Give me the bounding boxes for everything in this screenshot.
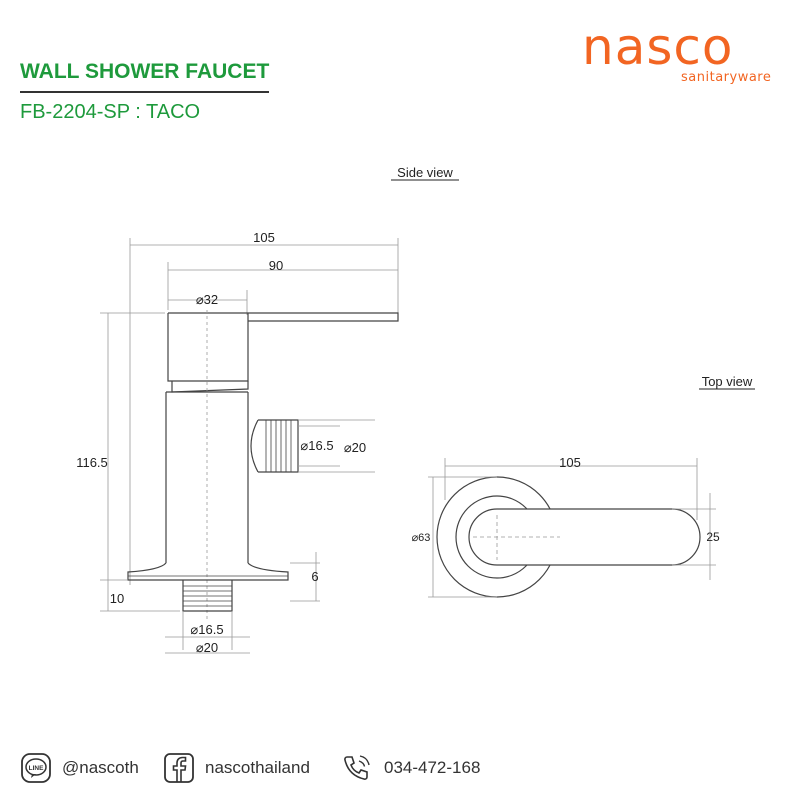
title-underline	[20, 91, 269, 93]
base-flange	[127, 562, 289, 581]
footer-phone[interactable]: 034-472-168	[340, 752, 480, 784]
handle-lever	[168, 312, 399, 322]
top-dim-handle-label: 25	[706, 530, 720, 544]
brand-tagline: sanitaryware	[681, 70, 772, 85]
line-app-icon: LINE	[21, 753, 51, 783]
facebook-handle: nascothailand	[205, 758, 310, 777]
footer-facebook[interactable]: nascothailand	[163, 752, 310, 784]
facebook-icon	[164, 753, 194, 783]
phone-icon	[344, 755, 370, 780]
outlet-nut	[250, 419, 259, 473]
dim-outlet-outer-label: ⌀20	[344, 440, 366, 455]
product-title: WALL SHOWER FAUCET	[20, 60, 270, 83]
side-view-heading: Side view	[397, 165, 453, 180]
dim-base-label: 10	[110, 591, 124, 606]
inlet-thread	[182, 580, 233, 612]
dim-height-label: 116.5	[76, 455, 108, 470]
dim-90-label: 90	[269, 258, 283, 273]
top-view: Top view 105 ⌀63 25	[412, 374, 755, 598]
dim-inlet-outer-label: ⌀20	[196, 640, 218, 655]
line-handle: @nascoth	[62, 758, 139, 777]
svg-text:LINE: LINE	[29, 765, 44, 772]
product-model: FB-2204-SP : TACO	[20, 101, 201, 123]
dim-overall-width	[129, 238, 399, 585]
outlet-thread	[258, 419, 299, 473]
dim-outlet-inner-label: ⌀16.5	[300, 438, 333, 453]
side-view: Side view 105 90 ⌀32	[76, 165, 459, 655]
top-dim-width-label: 105	[559, 455, 581, 470]
top-dim-plate-label: ⌀63	[412, 532, 431, 544]
dim-flange-label: 6	[311, 569, 318, 584]
brand-logo: nasco	[582, 18, 734, 76]
handle-collar	[171, 381, 249, 393]
handle-cap	[167, 313, 249, 382]
dim-105-label: 105	[253, 230, 275, 245]
dim-32-label: ⌀32	[196, 292, 218, 307]
footer-line[interactable]: LINE @nascoth	[20, 752, 139, 784]
phone-number: 034-472-168	[384, 758, 481, 777]
top-view-heading: Top view	[702, 374, 753, 389]
dim-handle-width	[167, 262, 398, 310]
dim-body-dia	[168, 290, 248, 315]
body-column	[165, 392, 249, 563]
dim-inlet-inner-label: ⌀16.5	[190, 622, 223, 637]
